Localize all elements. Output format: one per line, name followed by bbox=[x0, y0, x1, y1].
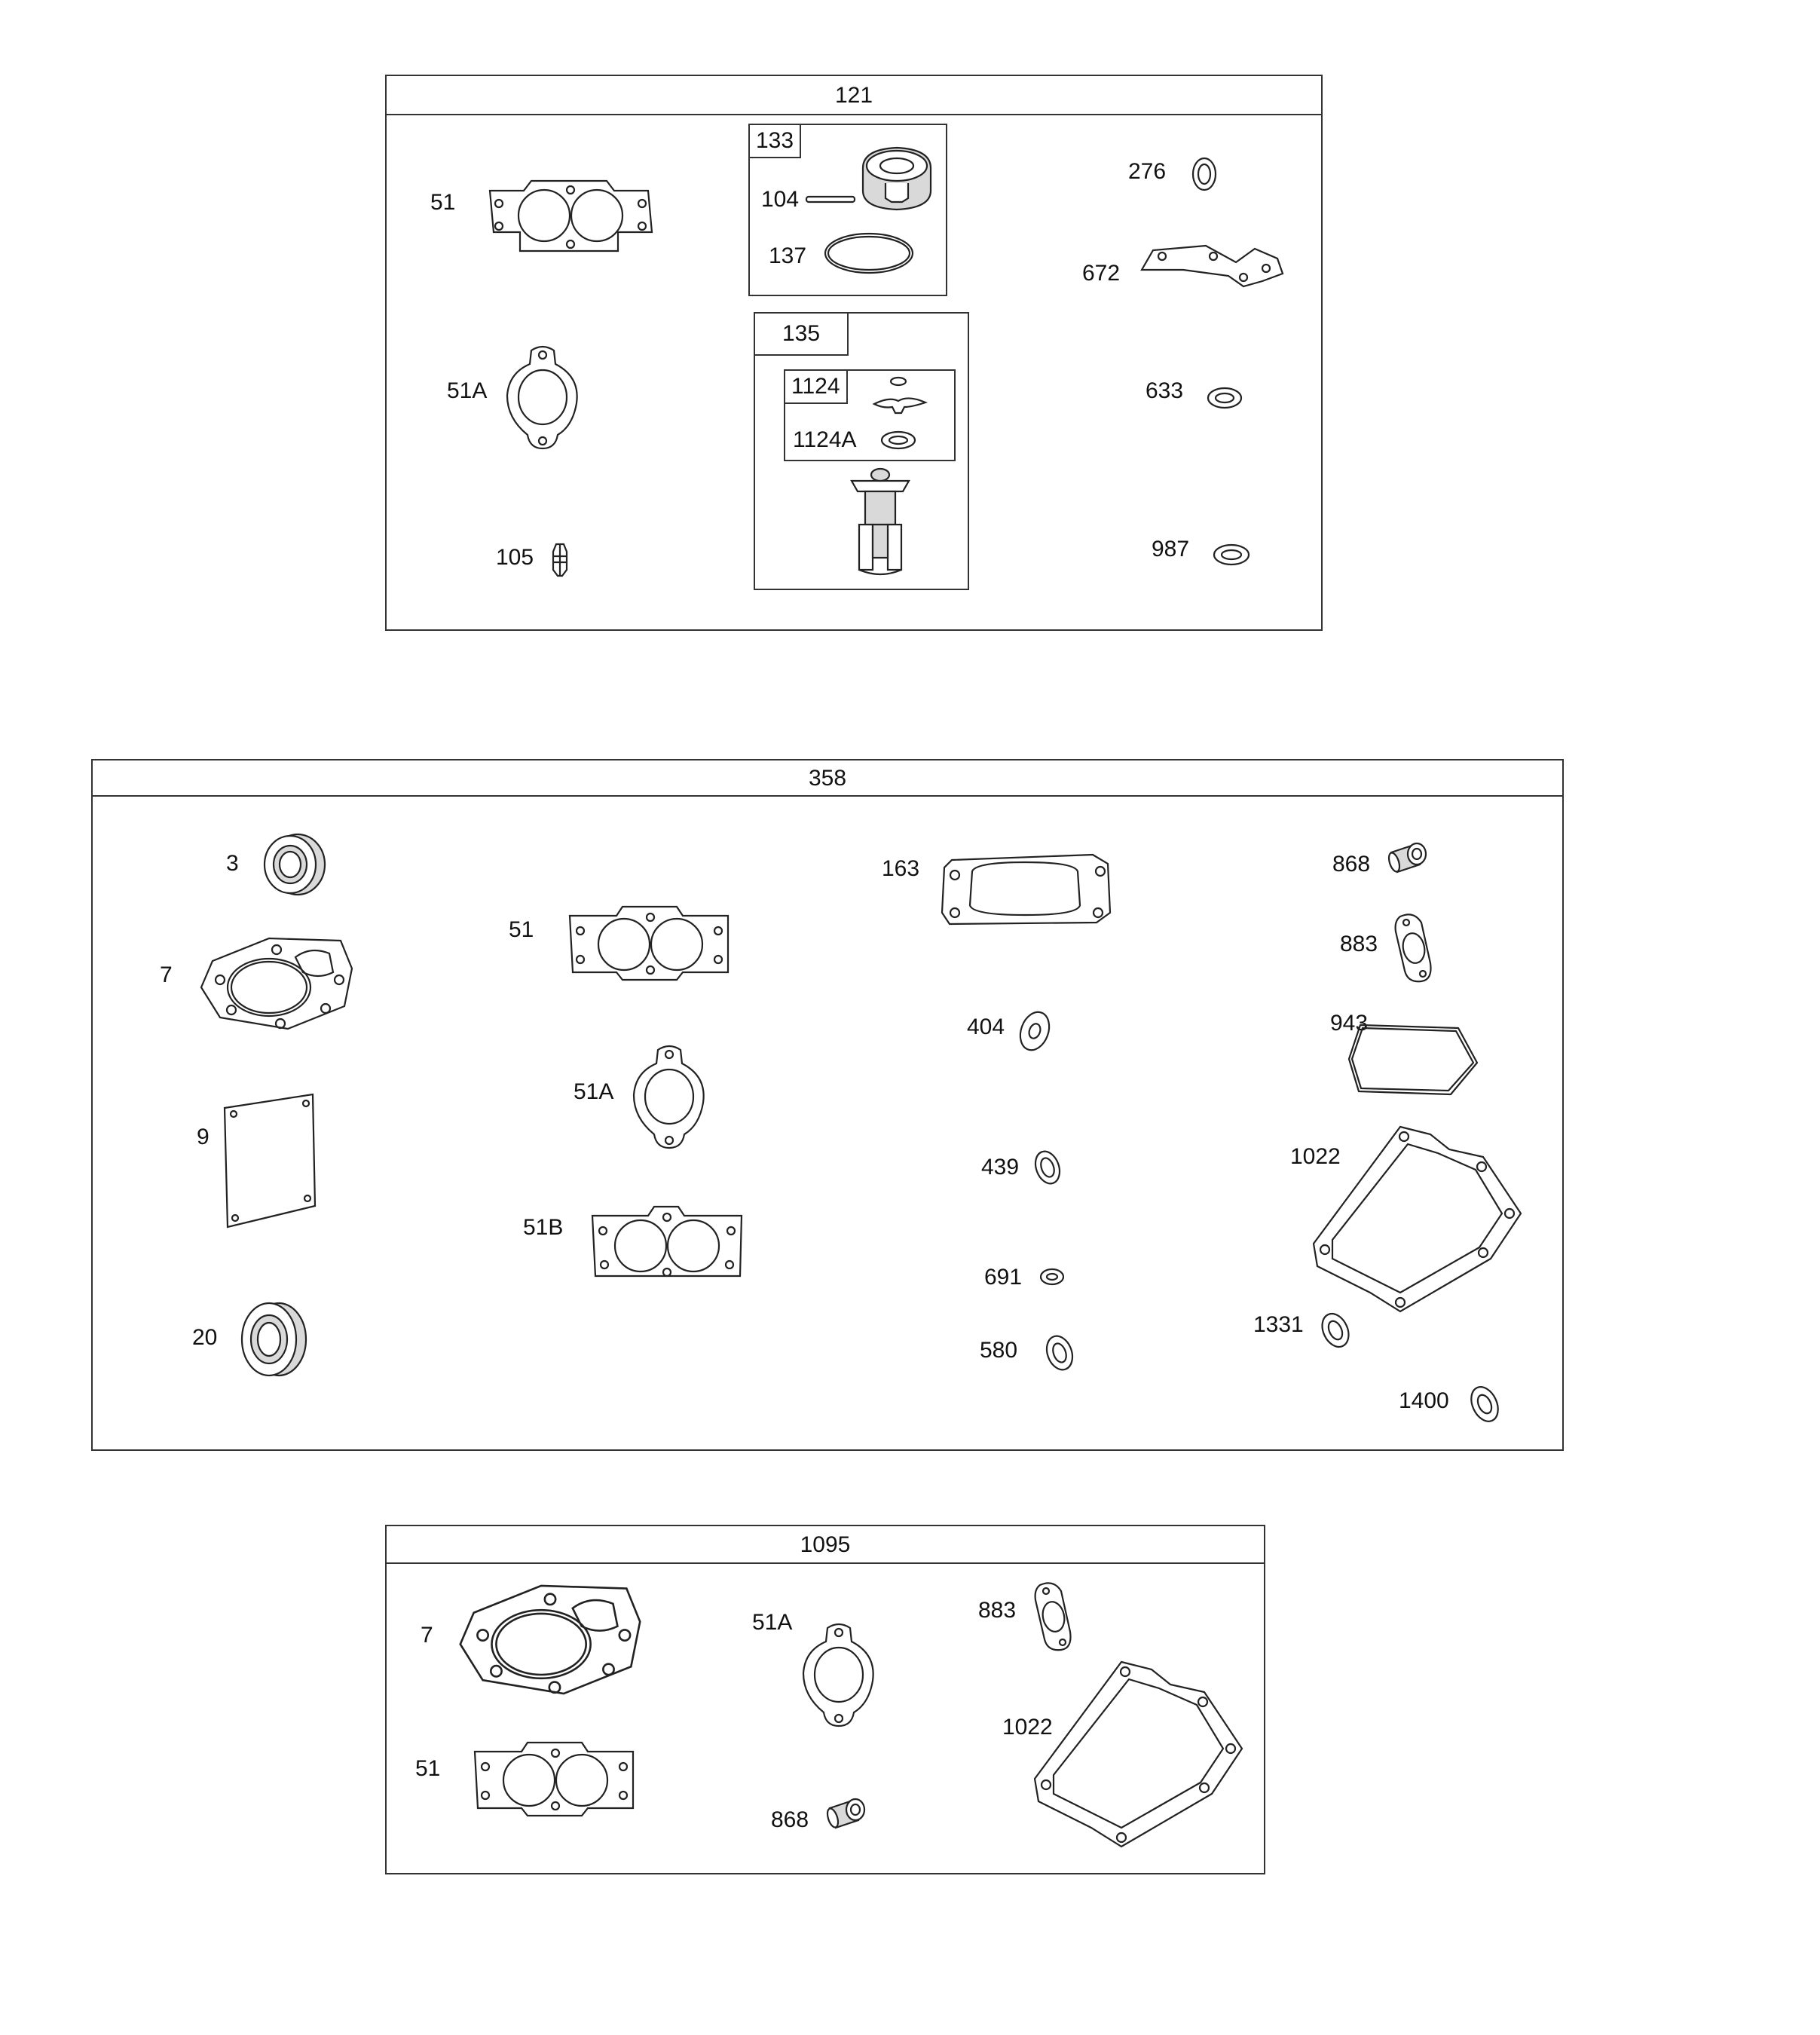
intake-gasket-51-kit358-drawing bbox=[568, 905, 730, 981]
kit-121-header: 121 bbox=[387, 76, 1321, 115]
washer-580-drawing bbox=[1045, 1335, 1074, 1371]
fuel-valve-135-drawing bbox=[850, 467, 910, 576]
part-label-633: 633 bbox=[1146, 378, 1184, 403]
exhaust-gasket-163-drawing bbox=[941, 853, 1112, 926]
part-label-51B: 51B bbox=[523, 1215, 564, 1240]
part-label-7-kit1095: 7 bbox=[421, 1623, 433, 1648]
part-label-868-kit1095: 868 bbox=[771, 1807, 809, 1832]
spacer-gasket-51A-drawing bbox=[506, 345, 578, 450]
washer-691-drawing bbox=[1039, 1268, 1065, 1286]
part-label-137: 137 bbox=[769, 243, 807, 268]
part-label-105: 105 bbox=[496, 545, 534, 570]
subkit-1124: 1124 bbox=[784, 369, 956, 461]
part-label-51-kit1095: 51 bbox=[415, 1756, 441, 1781]
part-label-51-kit358: 51 bbox=[509, 917, 534, 942]
intake-gasket-51B-drawing bbox=[591, 1205, 743, 1278]
cylinder-head-gasket-7-kit1095-drawing bbox=[459, 1584, 641, 1695]
breather-gasket-883-kit1095-drawing bbox=[1034, 1582, 1072, 1651]
part-label-883-kit1095: 883 bbox=[978, 1598, 1017, 1623]
part-label-3: 3 bbox=[226, 851, 239, 876]
oil-seal-3-drawing bbox=[263, 833, 326, 896]
part-label-987: 987 bbox=[1152, 537, 1190, 562]
subkit-135-number: 135 bbox=[755, 314, 849, 356]
subkit-133: 133 bbox=[748, 124, 947, 296]
part-label-868: 868 bbox=[1332, 852, 1371, 877]
washer-404-drawing bbox=[1019, 1011, 1051, 1051]
part-label-1124A: 1124A bbox=[793, 427, 857, 452]
part-label-51A: 51A bbox=[447, 378, 488, 403]
part-label-20: 20 bbox=[192, 1325, 218, 1350]
valve-cover-gasket-1022-kit1095-drawing bbox=[1033, 1660, 1243, 1848]
kit-358: 358 bbox=[91, 759, 1564, 1451]
oil-seal-20-drawing bbox=[240, 1302, 307, 1377]
float-pin-104-drawing bbox=[805, 195, 856, 204]
float-133-drawing bbox=[861, 146, 932, 211]
valve-cover-gasket-1022-drawing bbox=[1312, 1125, 1522, 1313]
intake-gasket-51-kit1095-drawing bbox=[473, 1741, 635, 1817]
part-label-580: 580 bbox=[980, 1338, 1018, 1363]
inlet-needle-105-drawing bbox=[552, 543, 568, 577]
part-label-51: 51 bbox=[430, 190, 456, 215]
washer-633-drawing bbox=[1207, 387, 1243, 409]
part-label-51A-kit358: 51A bbox=[574, 1079, 614, 1104]
washer-987-drawing bbox=[1213, 543, 1250, 566]
breather-tube-868-kit1095-drawing bbox=[826, 1798, 866, 1829]
plate-gasket-672-drawing bbox=[1140, 244, 1284, 288]
part-label-7: 7 bbox=[160, 962, 173, 987]
part-label-404: 404 bbox=[967, 1014, 1005, 1039]
subkit-133-number: 133 bbox=[750, 125, 802, 158]
cover-gasket-943-drawing bbox=[1347, 1024, 1479, 1096]
part-label-883: 883 bbox=[1340, 932, 1378, 956]
part-label-1331: 1331 bbox=[1253, 1312, 1304, 1337]
kit-1095-number: 1095 bbox=[800, 1532, 851, 1557]
part-label-1022-kit1095: 1022 bbox=[1002, 1715, 1053, 1740]
valve-parts-1124-drawing bbox=[872, 376, 928, 450]
kit-358-number: 358 bbox=[808, 766, 847, 791]
cylinder-head-gasket-7-drawing bbox=[200, 937, 353, 1030]
part-label-163: 163 bbox=[882, 856, 920, 881]
kit-121-number: 121 bbox=[834, 83, 873, 108]
part-label-691: 691 bbox=[984, 1265, 1023, 1290]
part-label-672: 672 bbox=[1082, 261, 1121, 286]
washer-439-drawing bbox=[1034, 1150, 1061, 1185]
part-label-439: 439 bbox=[981, 1155, 1020, 1180]
part-label-51A-kit1095: 51A bbox=[752, 1610, 793, 1635]
subkit-135: 135 bbox=[754, 312, 969, 590]
washer-1400-drawing bbox=[1470, 1386, 1499, 1422]
washer-1331-drawing bbox=[1321, 1312, 1350, 1348]
kit-358-header: 358 bbox=[93, 760, 1562, 797]
part-label-1022: 1022 bbox=[1290, 1144, 1341, 1169]
spacer-gasket-51A-kit1095-drawing bbox=[802, 1623, 874, 1727]
cover-gasket-9-drawing bbox=[223, 1093, 317, 1229]
part-label-1400: 1400 bbox=[1399, 1388, 1449, 1413]
washer-276-drawing bbox=[1191, 157, 1217, 191]
spacer-gasket-51A-kit358-drawing bbox=[632, 1045, 705, 1149]
intake-gasket-51-drawing bbox=[488, 179, 653, 252]
breather-gasket-883-drawing bbox=[1394, 913, 1432, 983]
bowl-gasket-137-drawing bbox=[824, 232, 914, 274]
part-label-104: 104 bbox=[761, 187, 800, 212]
part-label-9: 9 bbox=[197, 1125, 210, 1149]
part-label-276: 276 bbox=[1128, 159, 1167, 184]
subkit-1124-number: 1124 bbox=[785, 371, 848, 404]
kit-1095-header: 1095 bbox=[387, 1526, 1264, 1564]
breather-tube-868-drawing bbox=[1387, 842, 1427, 874]
